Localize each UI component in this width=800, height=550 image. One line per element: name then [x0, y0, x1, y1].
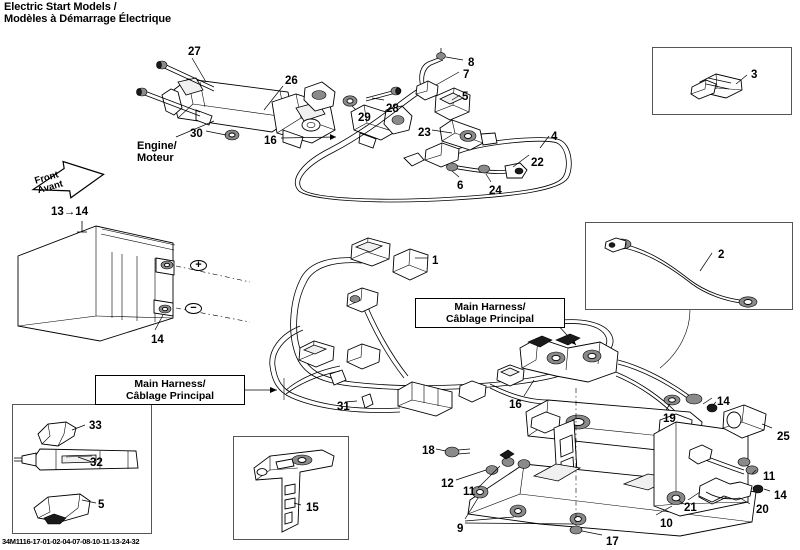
callout-main-harness-left: Main Harness/ Câblage Principal: [95, 375, 245, 405]
tools-inset-parts: [14, 421, 139, 525]
starter-motor-assembly: [136, 57, 402, 149]
callout-number-31: 31: [337, 401, 350, 413]
callout-number-5-a: 5: [462, 91, 469, 103]
callout-number-30: 30: [190, 128, 203, 140]
fasteners-11-12: [485, 449, 531, 475]
bolt-27b: [136, 87, 201, 117]
callout-number-9: 9: [457, 523, 464, 535]
callout-number-4: 4: [551, 131, 558, 143]
footer-part-code: 34M1116-17-01-02-04-07-08-10-11-13-24-32: [2, 537, 140, 546]
inset-frame-cable: [585, 222, 793, 310]
callout-number-16-b: 16: [509, 399, 522, 411]
battery-range-start: 13: [51, 206, 64, 218]
positive-symbol: +: [195, 259, 202, 271]
callout-number-25: 25: [777, 431, 790, 443]
washer-29: [342, 95, 358, 107]
callout-number-3: 3: [751, 69, 758, 81]
callout-number-14-a: 14: [151, 334, 164, 346]
bolt-28: [365, 86, 402, 102]
callout-number-15: 15: [306, 502, 319, 514]
callout-number-7: 7: [463, 69, 470, 81]
main-harness-left-line2: Câblage Principal: [125, 390, 215, 402]
callout-number-32: 32: [90, 457, 103, 469]
battery-positive-terminal: +: [190, 260, 207, 271]
main-harness-left-line1: Main Harness/: [134, 378, 206, 390]
callout-number-12: 12: [441, 478, 454, 490]
callout-number-27: 27: [188, 46, 201, 58]
front-wiring-harness: [294, 48, 572, 203]
page-title: Electric Start Models / Modèles à Démarr…: [4, 1, 171, 25]
engine-label-fr: Moteur: [137, 152, 174, 164]
callout-number-24: 24: [489, 185, 502, 197]
callout-number-5-b: 5: [98, 499, 105, 511]
bolt-18: [444, 446, 471, 458]
main-harness-assembly: [238, 237, 614, 417]
solenoid-cluster: [519, 333, 703, 417]
fuse-part-3: [690, 73, 748, 100]
callout-number-29: 29: [358, 112, 371, 124]
washer-30: [224, 129, 240, 141]
callout-number-2: 2: [718, 249, 725, 261]
callout-number-11-a: 11: [463, 486, 476, 498]
callout-number-26: 26: [285, 75, 298, 87]
callout-engine-moteur: Engine/ Moteur: [137, 140, 177, 164]
callout-number-11-b: 11: [763, 471, 776, 483]
main-harness-right-line2: Câblage Principal: [445, 313, 535, 325]
callout-number-20: 20: [756, 504, 769, 516]
bolt-27: [156, 60, 215, 92]
battery-cable-part-2: [604, 237, 758, 369]
engine-label-en: Engine/: [137, 140, 177, 152]
battery-part-13: [17, 221, 251, 342]
isolators-9: [471, 485, 587, 526]
negative-symbol: −: [190, 302, 197, 314]
main-harness-right-line1: Main Harness/: [454, 301, 526, 313]
callout-number-16-a: 16: [264, 135, 277, 147]
callout-number-33: 33: [89, 420, 102, 432]
bracket-inset-part: [253, 449, 335, 533]
front-direction-arrow: Front Avant: [28, 160, 120, 206]
title-line-2: Modèles à Démarrage Électrique: [4, 13, 171, 25]
callout-number-17: 17: [606, 536, 619, 548]
battery-negative-terminal: −: [185, 303, 202, 314]
callout-number-28: 28: [386, 103, 399, 115]
callout-number-8: 8: [468, 57, 475, 69]
battery-range-end: 14: [75, 206, 89, 218]
right-small-parts: [663, 394, 773, 505]
battery-range-label: 13→14: [51, 206, 89, 218]
title-line-1: Electric Start Models /: [4, 1, 117, 13]
callout-number-21: 21: [684, 502, 697, 514]
callout-number-22: 22: [531, 157, 544, 169]
callout-number-23: 23: [418, 127, 431, 139]
callout-number-18: 18: [422, 445, 435, 457]
callout-number-14-b: 14: [717, 396, 730, 408]
callout-number-14-c: 14: [774, 490, 787, 502]
callout-number-6: 6: [457, 180, 464, 192]
battery-range-arrow: →: [63, 206, 76, 218]
callout-main-harness-right: Main Harness/ Câblage Principal: [415, 298, 565, 328]
callout-number-19: 19: [663, 413, 676, 425]
callout-number-1: 1: [432, 255, 439, 267]
callout-number-10: 10: [660, 518, 673, 530]
